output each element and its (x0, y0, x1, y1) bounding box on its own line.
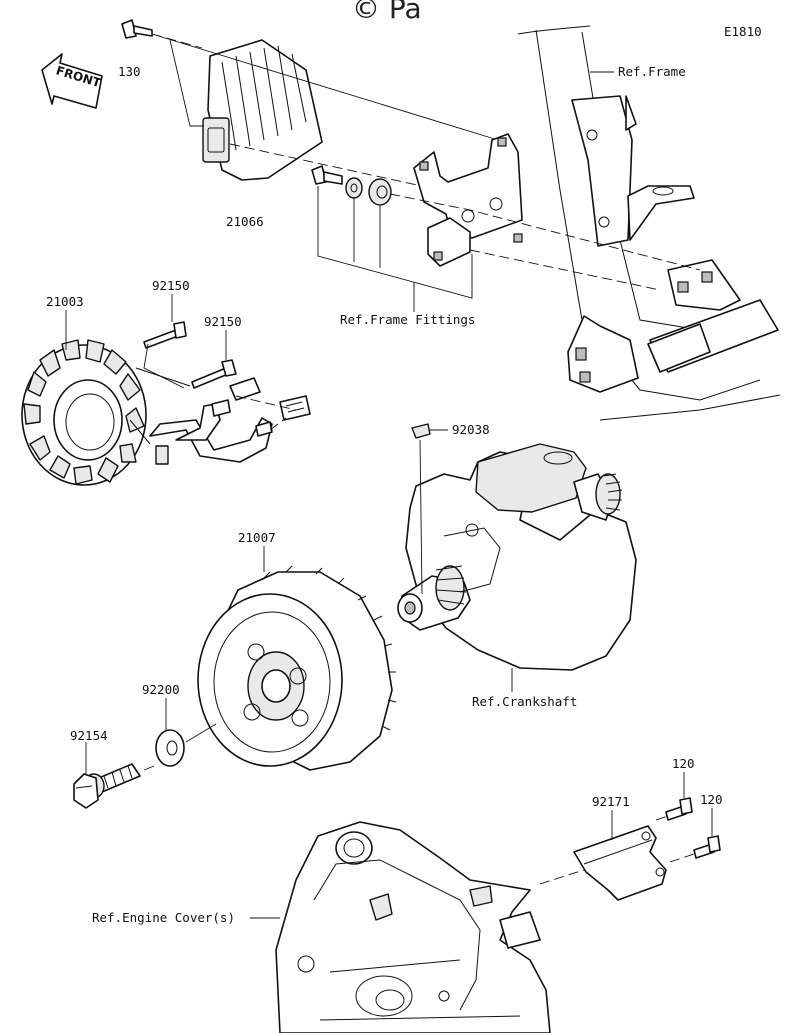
part-label-92150-b: 92150 (204, 314, 242, 329)
watermark-text: © Pa (352, 0, 422, 25)
part-label-120-a: 120 (672, 756, 695, 771)
engine-cover-illustration (275, 821, 591, 1033)
part-label-92150-a: 92150 (152, 278, 190, 293)
part-label-21003: 21003 (46, 294, 84, 309)
ref-frame-label: Ref.Frame (618, 64, 686, 79)
ref-crankshaft-label: Ref.Crankshaft (472, 694, 577, 709)
part-label-92200: 92200 (142, 682, 180, 697)
bolt-130 (121, 19, 153, 39)
part-label-92171: 92171 (592, 794, 630, 809)
part-label-120-b: 120 (700, 792, 723, 807)
bolt-92154 (73, 763, 141, 809)
frame-fitting-bolt (311, 165, 343, 185)
stator-21003 (21, 339, 273, 486)
rotor-21007 (197, 565, 397, 771)
regulator-21066 (202, 39, 323, 181)
part-label-92038: 92038 (452, 422, 490, 437)
front-arrow-icon: FRONT (41, 53, 103, 109)
bolt-92150-a (143, 321, 187, 349)
washer-92200 (155, 729, 185, 767)
bolt-92150-b (191, 359, 237, 389)
frame-illustration (517, 25, 781, 421)
part-label-21007: 21007 (238, 530, 276, 545)
screw-120-a (665, 797, 693, 821)
ref-frame-fittings-label: Ref.Frame Fittings (340, 312, 475, 327)
cover-92171 (573, 825, 667, 901)
key-92038 (411, 423, 431, 439)
regulator-bracket (413, 133, 523, 267)
part-label-21066: 21066 (226, 214, 264, 229)
screw-120-b (693, 835, 721, 859)
frame-fitting-washer (345, 177, 363, 199)
frame-fitting-grommet (368, 178, 392, 206)
part-label-130: 130 (118, 64, 141, 79)
crankshaft-illustration (397, 443, 637, 671)
diagram-code: E1810 (724, 24, 762, 39)
ref-engine-cover-label: Ref.Engine Cover(s) (92, 910, 235, 925)
part-label-92154: 92154 (70, 728, 108, 743)
wire-connectors (211, 377, 311, 437)
